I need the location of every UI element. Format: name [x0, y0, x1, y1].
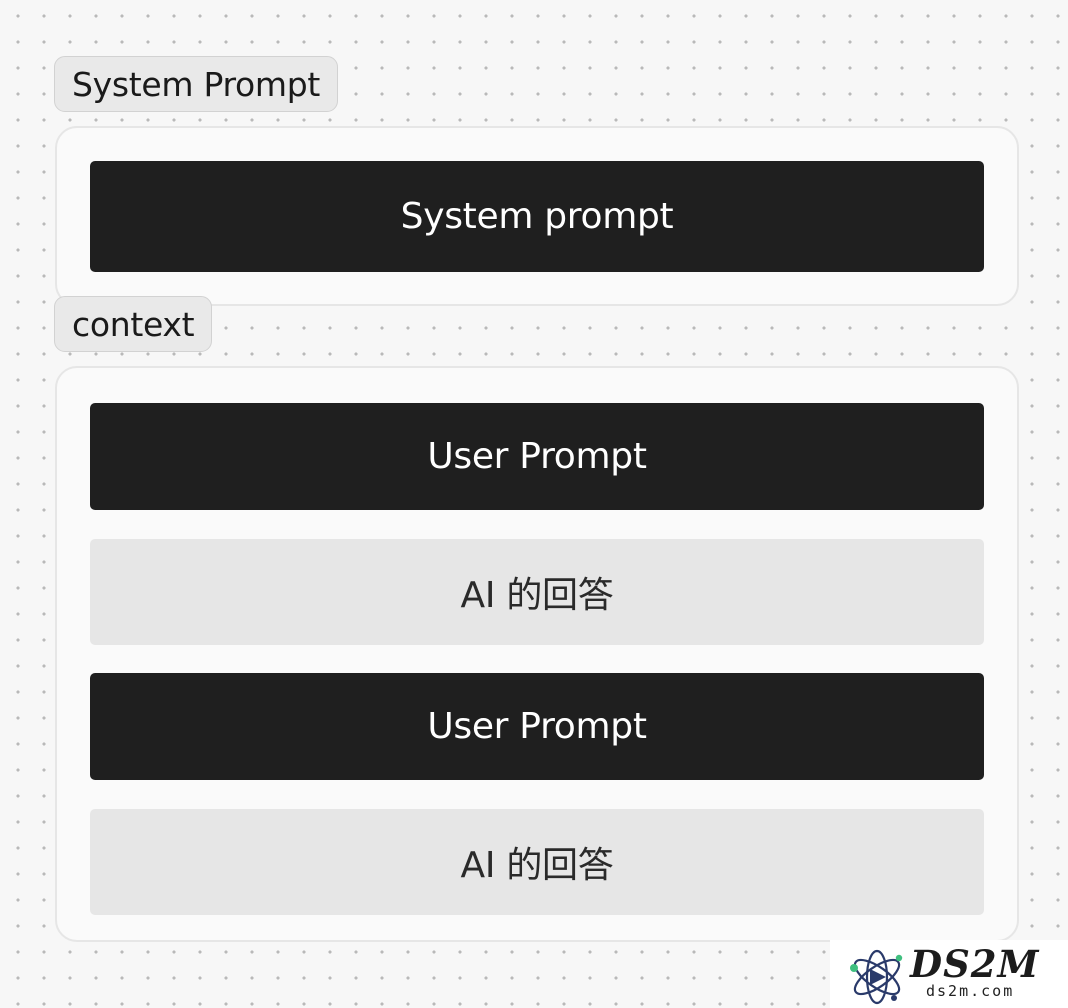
- user-prompt-block: User Prompt: [90, 403, 984, 510]
- context-tag: context: [54, 296, 213, 352]
- user-prompt-block: User Prompt: [90, 673, 984, 780]
- system-prompt-block: System prompt: [90, 161, 984, 272]
- watermark-title: DS2M: [910, 942, 1040, 986]
- system-prompt-tag: System Prompt: [54, 56, 339, 112]
- watermark-url: ds2m.com: [926, 982, 1015, 1000]
- watermark: DS2M ds2m.com: [830, 940, 1068, 1008]
- atom-logo-icon: [850, 949, 903, 1005]
- ai-answer-block: AI 的回答: [90, 539, 984, 645]
- ai-answer-block: AI 的回答: [90, 809, 984, 915]
